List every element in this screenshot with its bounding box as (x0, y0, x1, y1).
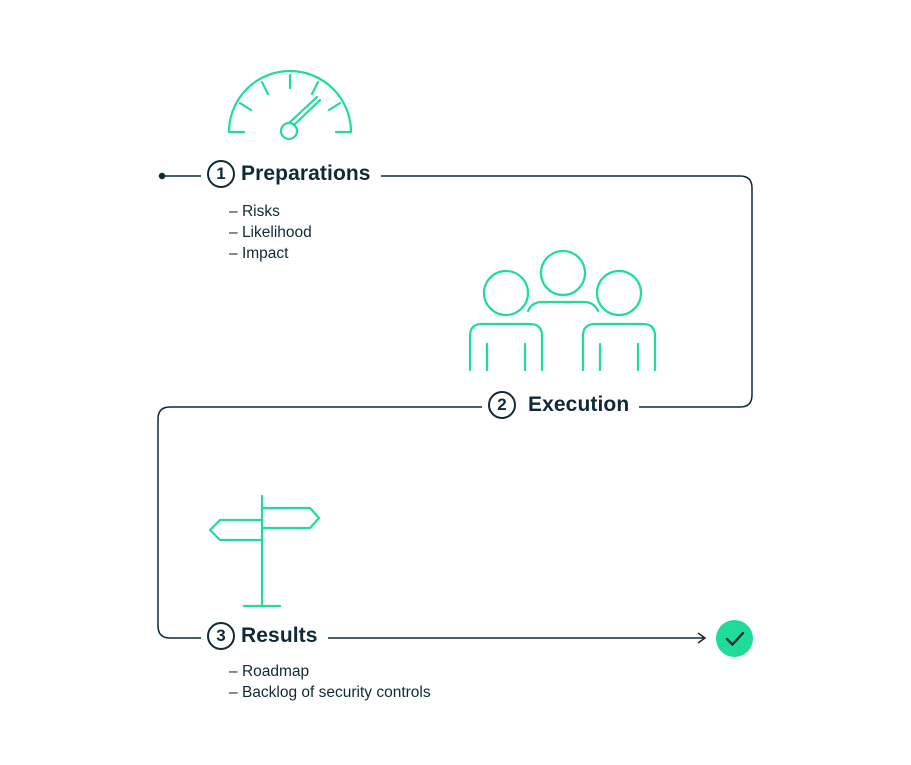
preparations-list: Risks Likelihood Impact (229, 201, 312, 264)
people-group-icon (468, 249, 657, 372)
step-results: 3 Results (201, 622, 328, 650)
signpost-icon (208, 494, 321, 608)
completion-badge (716, 620, 753, 657)
checkmark-icon (725, 631, 744, 646)
step-title: Results (241, 624, 318, 647)
step-title: Preparations (241, 162, 371, 185)
list-item: Impact (229, 243, 312, 264)
flow-path (157, 175, 753, 639)
step-number-badge: 3 (207, 622, 235, 650)
list-item: Risks (229, 201, 312, 222)
step-title: Execution (528, 393, 630, 416)
step-number-badge: 1 (207, 160, 235, 188)
results-list: Roadmap Backlog of security controls (229, 661, 431, 703)
arrow-head-icon (697, 632, 707, 644)
list-item: Roadmap (229, 661, 431, 682)
list-item: Likelihood (229, 222, 312, 243)
step-number-badge: 2 (488, 391, 516, 419)
step-execution: 2 Execution (482, 391, 640, 419)
list-item: Backlog of security controls (229, 682, 431, 703)
step-preparations: 1 Preparations (201, 160, 381, 188)
speedometer-icon (227, 69, 353, 141)
